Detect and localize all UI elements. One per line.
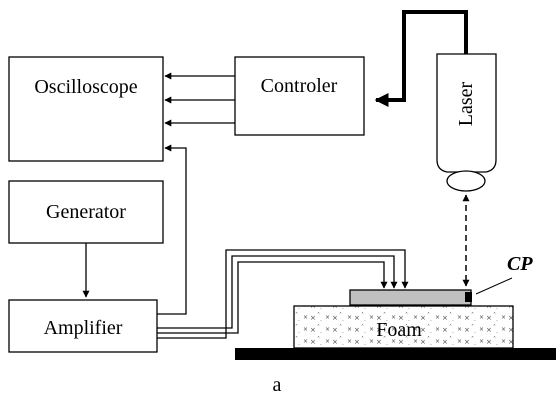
foam-label: Foam [376,319,422,341]
cp-pointer [475,277,513,295]
controller-oscilloscope-links [164,72,235,127]
amplifier-oscilloscope-link [157,144,187,315]
generator-label: Generator [46,201,126,223]
figure-caption: a [273,374,282,396]
base-table [235,348,556,360]
amplifier-block: Amplifier [8,299,158,353]
controller-block: Controler [234,56,365,136]
oscilloscope-label: Oscilloscope [34,76,137,98]
foam-block: Foam [293,305,514,349]
laser-body [436,53,497,173]
laser-label: Laser [455,81,477,126]
plate-target [465,292,472,302]
laser-lens [446,170,486,192]
generator-block: Generator [8,180,164,244]
amplifier-label: Amplifier [44,317,123,339]
oscilloscope-block: Oscilloscope [8,56,164,162]
laser-block: Laser [436,53,497,192]
composite-plate [349,289,472,306]
controller-label: Controler [261,75,338,97]
cp-label: CP [507,253,533,275]
laser-controller-cable [374,10,468,107]
amplifier-plate-wires [157,249,409,339]
